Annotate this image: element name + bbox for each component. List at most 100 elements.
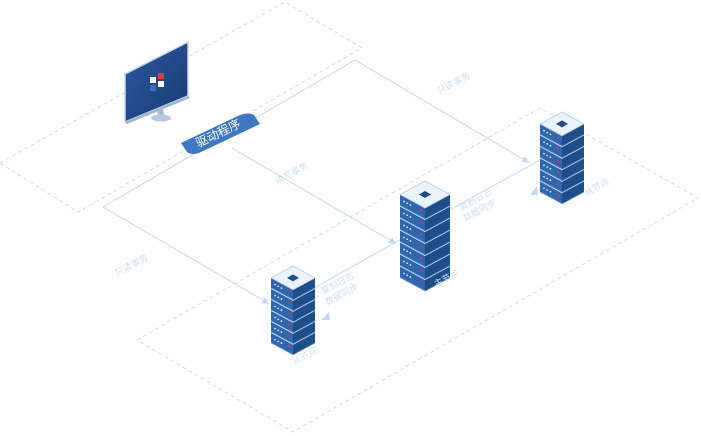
server-indicator-dot [406,238,409,241]
slave-node-right-label: 从节点 [582,177,611,199]
server-status-led [288,334,290,337]
server-unit-left-face [271,277,293,300]
server-indicator-dot [280,320,283,322]
server-unit-left-face [540,123,562,147]
server-status-led [557,136,559,139]
server-unit-seam [561,180,585,193]
server-unit-right-face [425,242,450,267]
server-unit-seam [270,320,294,334]
server-unit-right-face [562,123,584,147]
server-indicator-dot [543,164,545,167]
server-indicator-dot [274,338,276,341]
server-unit-left-face [400,206,425,231]
server-unit-seam [270,287,294,301]
client-monitor [124,40,190,124]
server-unit-right-face [293,332,315,355]
server-indicator-dot [406,250,409,253]
server-indicator-dot [549,179,552,182]
server-indicator-dot [546,189,549,191]
server-unit-left-face [400,230,425,255]
server-unit-seam [399,265,426,280]
replication-arrow-left [321,312,330,320]
server-unit-seam [270,309,294,323]
server-unit-left-face [271,310,293,333]
server-unit-seam [399,253,426,268]
read-flow-lower-label: 只读事务 [113,252,150,280]
server-indicator-dot [549,133,552,136]
server-unit-seam [270,342,294,356]
server-unit-seam [539,191,563,205]
server-indicator-dot [543,152,545,155]
server-top-badge [556,120,568,128]
server-status-led [420,257,422,260]
server-indicator-dot [409,216,412,218]
server-unit-left-face [271,321,293,344]
server-unit-seam [399,229,426,244]
server-unit-right-face [562,181,584,204]
server-indicator-dot [403,200,405,203]
server-indicator-dot [549,156,552,159]
server-unit-right-face [293,321,315,344]
server-unit-seam [424,253,451,268]
server-status-led [420,281,422,284]
server-unit-left-face [400,194,425,219]
cluster-zone-outline [136,107,700,433]
server-unit-seam [292,287,316,301]
server-unit-seam [539,157,563,170]
server-unit-seam [539,168,563,182]
server-indicator-dot [274,327,276,330]
server-indicator-dot [403,272,405,275]
server-indicator-dot [280,298,283,300]
server-indicator-dot [546,131,549,134]
server-unit-right-face [293,288,315,311]
server-unit-seam [561,145,585,159]
server-status-led [420,221,422,224]
server-status-led [557,171,559,174]
server-indicator-dot [406,274,409,277]
server-unit-right-face [562,135,584,158]
server-indicator-dot [549,144,552,147]
server-unit-seam [561,191,585,205]
database-logo-icon [150,73,164,91]
server-unit-seam [292,342,316,356]
read-flow-upper-label: 只读事务 [435,70,472,98]
server-unit-seam [399,241,426,256]
server-indicator-dot [403,236,405,239]
server-indicator-dot [546,166,549,168]
server-indicator-dot [549,167,552,170]
primary-node-server [399,180,451,292]
server-unit-left-face [271,332,293,355]
server-indicator-dot [280,331,283,333]
server-status-led [288,290,290,293]
server-unit-seam [561,134,585,147]
server-unit-right-face [425,254,450,279]
server-unit-left-face [540,169,562,193]
server-status-led [557,148,559,151]
server-unit-right-face [425,266,450,291]
server-unit-seam [270,331,294,345]
server-unit-right-face [293,310,315,333]
server-unit-seam [561,157,585,170]
server-indicator-dot [409,264,412,266]
server-indicator-dot [274,294,276,297]
server-unit-seam [539,134,563,147]
server-indicator-dot [277,296,280,299]
client-zone-outline [0,1,363,213]
server-unit-seam [424,229,451,244]
server-unit-left-face [540,158,562,181]
server-unit-seam [399,205,426,220]
server-status-led [288,301,290,304]
server-unit-right-face [425,218,450,243]
server-unit-seam [561,168,585,182]
server-indicator-dot [277,329,280,332]
read-flow-upper-line [354,59,530,163]
server-unit-seam [424,265,451,280]
server-indicator-dot [409,252,412,254]
server-unit-left-face [540,135,562,158]
server-unit-seam [292,331,316,345]
server-indicator-dot [549,190,552,193]
server-unit-right-face [562,146,584,170]
rw-flow-line [231,147,397,244]
server-indicator-dot [403,248,405,251]
server-indicator-dot [543,129,545,132]
